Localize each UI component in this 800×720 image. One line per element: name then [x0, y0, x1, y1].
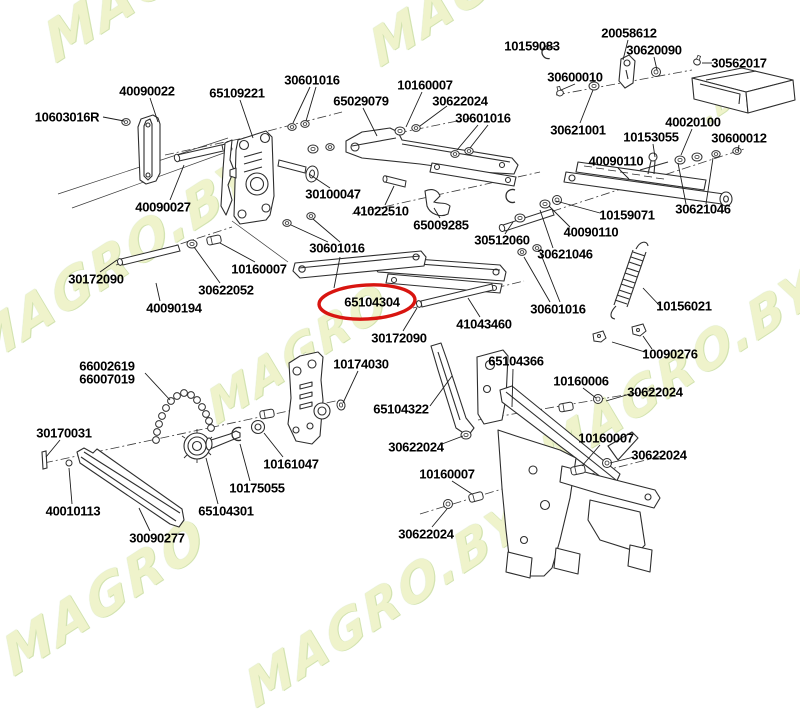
- part-label: 30601016: [530, 301, 586, 317]
- part-label: 30600010: [547, 69, 603, 85]
- part-label: 10160007: [231, 261, 287, 277]
- part-chain: [152, 389, 215, 444]
- part-label: 30621046: [675, 201, 731, 217]
- part-label: 30512060: [474, 232, 530, 248]
- labels-layer: 40090022 10603016R 65109221 30601016 6502907…: [34, 25, 767, 546]
- part-label: 40090110: [588, 153, 644, 169]
- part-label: 65104366: [488, 353, 544, 369]
- part-mount-plate: [220, 130, 275, 225]
- part-label: 30622024: [388, 439, 444, 455]
- part-ball: [65, 459, 73, 467]
- part-pin: [382, 175, 407, 188]
- part-label: 40090027: [135, 199, 191, 215]
- part-clips: [592, 323, 647, 343]
- part-bolt-41043460: [416, 283, 494, 308]
- part-label: 30622024: [432, 93, 488, 109]
- part-label-highlighted: 65104304: [344, 294, 400, 310]
- part-label: 40090022: [119, 83, 175, 99]
- part-label: 41043460: [456, 316, 512, 332]
- part-blade: [76, 447, 185, 528]
- part-label: 30621046: [537, 246, 593, 262]
- part-bracket: [137, 114, 161, 185]
- part-bolt-long: [173, 142, 233, 163]
- part-label: 30172090: [68, 271, 124, 287]
- part-label: 10090276: [642, 346, 698, 362]
- part-label: 10156021: [656, 298, 712, 314]
- part-side-plate: [287, 351, 331, 445]
- part-label: 40020100: [665, 114, 721, 130]
- part-label: 66007019: [79, 371, 135, 387]
- part-label: 30622024: [398, 526, 454, 542]
- part-label: 30601016: [309, 240, 365, 256]
- part-label: 30562017: [711, 55, 767, 71]
- part-spring: [610, 241, 649, 320]
- part-label: 10160007: [419, 466, 475, 482]
- part-label: 40090110: [563, 224, 619, 240]
- part-label: 10603016R: [34, 109, 100, 125]
- part-label: 30601016: [284, 72, 340, 88]
- part-link: [618, 54, 636, 89]
- part-label: 30622052: [198, 282, 254, 298]
- part-bolt-30172090: [117, 244, 181, 266]
- part-label: 10160007: [397, 77, 453, 93]
- part-label: 10175055: [229, 480, 285, 496]
- part-label: 30090277: [129, 530, 185, 546]
- part-label: 65104322: [373, 401, 429, 417]
- part-label: 30170031: [36, 425, 92, 441]
- part-frame: [430, 342, 661, 579]
- part-bearing: [250, 419, 266, 435]
- part-label: 66002619: [79, 358, 135, 374]
- part-label: 10160007: [578, 430, 634, 446]
- part-label: 30601016: [455, 110, 511, 126]
- part-label: 40010113: [45, 503, 101, 519]
- part-label: 65029079: [333, 93, 389, 109]
- part-label: 30621001: [550, 122, 606, 138]
- part-label: 10161047: [263, 456, 319, 472]
- leader-lines: [45, 39, 740, 532]
- part-label: 30620090: [626, 42, 682, 58]
- part-label: 10160006: [553, 373, 609, 389]
- part-label: 10174030: [333, 356, 389, 372]
- part-hook-bracket: [424, 189, 451, 217]
- part-label: 30600012: [711, 130, 767, 146]
- part-label: 10153055: [623, 129, 679, 145]
- part-arm: [345, 127, 519, 187]
- highlight-ellipse: [317, 283, 417, 321]
- part-label: 20058612: [601, 25, 657, 41]
- part-label: 41022510: [353, 203, 409, 219]
- part-cotter-pin: [639, 152, 669, 175]
- part-label: 10159071: [599, 207, 655, 223]
- part-label: 40090194: [146, 300, 202, 316]
- part-box-bracket: [691, 67, 796, 114]
- part-label: 30622024: [631, 447, 687, 463]
- parts-drawing: [41, 39, 796, 579]
- part-label: 30100047: [305, 186, 361, 202]
- part-label: 65109221: [209, 85, 265, 101]
- part-pin-30170031: [41, 450, 48, 470]
- part-label: 30172090: [371, 330, 427, 346]
- part-label: 30622024: [627, 384, 683, 400]
- part-label: 65009285: [413, 217, 469, 233]
- part-label: 10159083: [504, 38, 560, 54]
- part-link-bars: [292, 250, 507, 294]
- part-label: 65104301: [198, 503, 254, 519]
